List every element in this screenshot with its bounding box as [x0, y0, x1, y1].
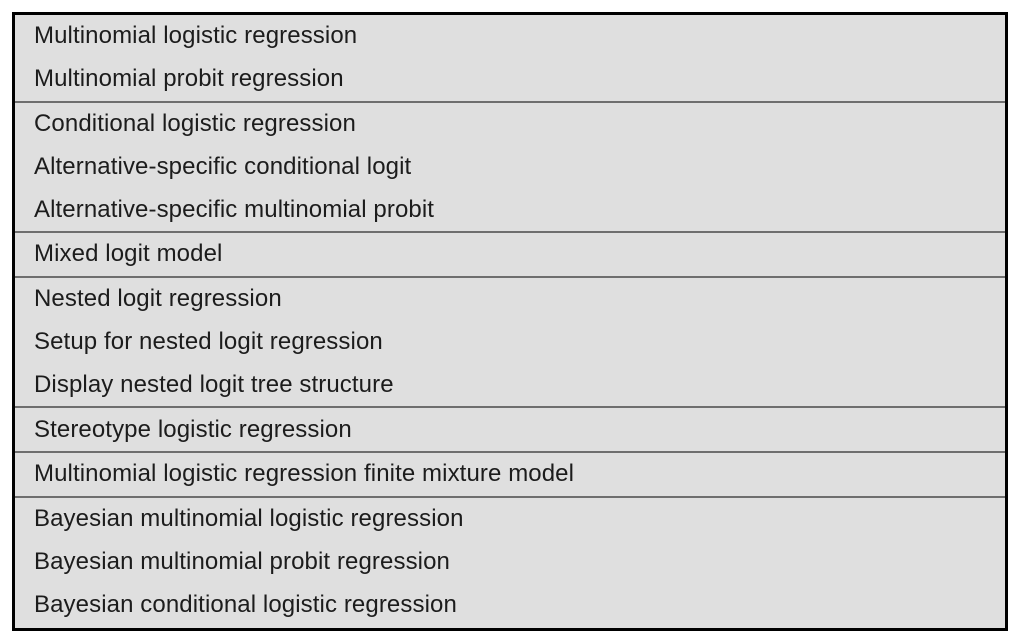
table-row: Mixed logit model: [34, 240, 223, 268]
table-row: Multinomial probit regression: [34, 65, 344, 93]
table-row: Display nested logit tree structure: [34, 370, 394, 398]
table-row: Multinomial logistic regression finite m…: [34, 460, 575, 488]
model-group: Mixed logit model: [15, 233, 1005, 278]
model-group: Multinomial logistic regression finite m…: [15, 453, 1005, 498]
model-group: Stereotype logistic regression: [15, 408, 1005, 453]
table-row: Bayesian multinomial probit regression: [34, 547, 450, 575]
table-row: Nested logit regression: [34, 285, 282, 313]
table-row: Setup for nested logit regression: [34, 327, 383, 355]
table-row: Stereotype logistic regression: [34, 415, 352, 443]
table-row: Multinomial logistic regression: [34, 22, 358, 50]
model-group: Bayesian multinomial logistic regression…: [15, 498, 1005, 626]
table-row: Alternative-specific multinomial probit: [34, 195, 435, 223]
table-row: Bayesian conditional logistic regression: [34, 590, 457, 618]
table-row: Bayesian multinomial logistic regression: [34, 505, 464, 533]
table-row: Alternative-specific conditional logit: [34, 152, 412, 180]
table-row: Conditional logistic regression: [34, 109, 356, 137]
